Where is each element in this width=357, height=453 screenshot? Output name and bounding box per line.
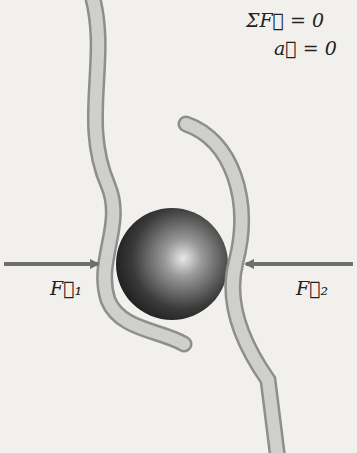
ball (116, 208, 228, 320)
left-strand (92, 0, 184, 344)
equation: ΣF⃗ = 0 (246, 10, 324, 31)
force-label: F⃗₁ (50, 278, 82, 299)
right-strand (186, 124, 278, 453)
force-arrow (4, 262, 98, 266)
force-arrow (246, 262, 353, 266)
force-label: F⃗₂ (296, 278, 328, 299)
equation: a⃗ = 0 (274, 38, 337, 59)
